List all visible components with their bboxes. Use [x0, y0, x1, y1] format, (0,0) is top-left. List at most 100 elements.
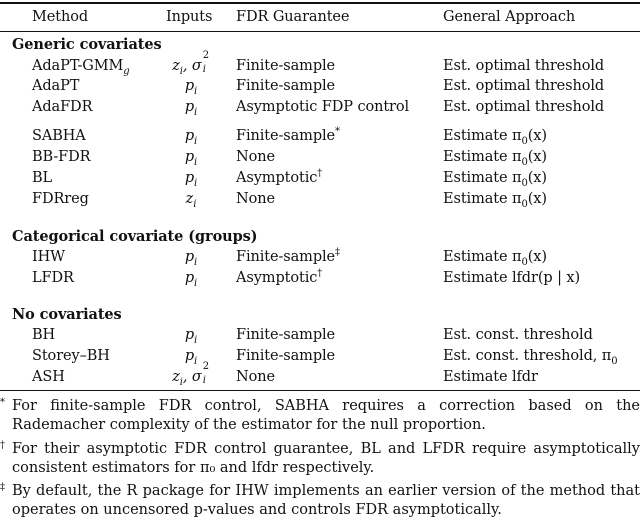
approach-cell: Estimate π0(x)	[443, 169, 547, 189]
fdr-text: Finite-sample	[236, 249, 336, 265]
method-cell: AdaPT-GMMg	[32, 57, 130, 76]
input-subscript: i	[194, 334, 198, 346]
input-symbol: p	[184, 327, 195, 343]
approach-cell: Estimate lfdr(p | x)	[443, 269, 580, 287]
inputs-cell: zi	[146, 190, 236, 209]
fdr-text: Finite-sample	[236, 128, 336, 144]
fdr-text: None	[236, 369, 275, 385]
method-name: BH	[32, 327, 56, 343]
approach-cell: Estimate π0(x)	[443, 127, 547, 147]
approach-text: Estimate π	[443, 170, 522, 186]
approach-text: Est. optimal threshold	[443, 99, 605, 115]
approach-text: Est. const. threshold, π	[443, 348, 612, 364]
fdr-text: None	[236, 191, 275, 207]
inputs-cell: pi	[146, 127, 236, 146]
fdr-footnote-mark: ‡	[335, 247, 340, 259]
method-cell: BL	[32, 169, 52, 187]
method-name: SABHA	[32, 128, 86, 144]
method-name: AdaPT-GMM	[32, 58, 124, 74]
fdr-text: Finite-sample	[236, 327, 336, 343]
header-rule	[0, 31, 640, 32]
fdr-text: Asymptotic	[236, 270, 318, 286]
fdr-cell: Finite-sample	[236, 57, 335, 75]
fdr-text: Asymptotic FDP control	[236, 99, 410, 115]
input-symbol: z	[185, 191, 194, 207]
input-subscript: i	[194, 355, 198, 367]
header-method: Method	[32, 9, 89, 25]
fdr-text: Finite-sample	[236, 58, 336, 74]
footnote-text: By default, the R package for IHW implem…	[12, 483, 640, 518]
input-subscript: i	[194, 177, 198, 189]
approach-text: Estimate π	[443, 249, 522, 265]
section-title: Generic covariates	[12, 36, 162, 53]
section-title: Categorical covariate (groups)	[12, 228, 258, 245]
input-subscript: i	[194, 256, 198, 268]
method-name: BL	[32, 170, 53, 186]
section-title: No covariates	[12, 306, 122, 323]
approach-text: Estimate π	[443, 128, 522, 144]
inputs-cell: pi	[146, 326, 236, 346]
method-name: IHW	[32, 249, 65, 265]
header-fdr: FDR Guarantee	[236, 9, 350, 25]
fdr-text: Asymptotic	[236, 170, 318, 186]
input-extra: , σ	[182, 369, 202, 385]
approach-text: Est. optimal threshold	[443, 78, 605, 94]
input-symbol: p	[184, 348, 195, 364]
method-name: LFDR	[32, 270, 74, 286]
inputs-cell: pi	[146, 77, 236, 96]
fdr-text: Finite-sample	[236, 348, 336, 364]
fdr-cell: Finite-sample	[236, 77, 335, 95]
method-cell: BB-FDR	[32, 148, 91, 166]
input-subscript: i	[179, 65, 183, 77]
approach-cell: Est. optimal threshold	[443, 77, 604, 95]
fdr-footnote-mark: †	[317, 168, 323, 180]
input-symbol: p	[184, 78, 195, 94]
footnote-mark: *	[0, 397, 5, 408]
approach-text: Est. const. threshold	[443, 327, 593, 343]
approach-text: Estimate lfdr(p | x)	[443, 270, 580, 286]
fdr-cell: Finite-sample	[236, 347, 335, 365]
approach-cell: Est. const. threshold	[443, 326, 593, 344]
input-symbol: z	[172, 58, 180, 74]
approach-subscript: 0	[521, 256, 528, 268]
approach-tail: (x)	[527, 149, 547, 165]
input-symbol: z	[172, 369, 180, 385]
method-cell: AdaPT	[32, 77, 79, 95]
method-name: Storey–BH	[32, 348, 110, 364]
fdr-cell: Finite-sample*	[236, 127, 340, 145]
input-symbol: p	[184, 249, 195, 265]
sigma-subscript: i	[202, 64, 206, 75]
method-name: FDRreg	[32, 191, 89, 207]
footnote: ‡ By default, the R package for IHW imple…	[0, 482, 640, 520]
sigma-superscript: 2	[202, 361, 209, 372]
approach-tail: (x)	[527, 128, 547, 144]
fdr-cell: Finite-sample‡	[236, 248, 340, 266]
approach-subscript: 0	[521, 135, 528, 147]
input-subscript: i	[194, 156, 198, 168]
approach-cell: Est. optimal threshold	[443, 98, 604, 116]
footnote-mark: ‡	[0, 482, 5, 493]
method-cell: SABHA	[32, 127, 86, 145]
fdr-cell: Asymptotic†	[236, 169, 322, 187]
method-name: AdaFDR	[32, 99, 93, 115]
fdr-text: Finite-sample	[236, 78, 336, 94]
approach-tail: (x)	[527, 249, 547, 265]
approach-subscript: 0	[611, 355, 618, 367]
input-extra: , σ	[182, 58, 202, 74]
approach-cell: Estimate lfdr	[443, 368, 538, 386]
method-cell: LFDR	[32, 269, 74, 287]
sigma-superscript: 2	[202, 50, 209, 61]
input-subscript: i	[194, 277, 198, 289]
fdr-cell: Finite-sample	[236, 326, 335, 344]
approach-subscript: 0	[521, 177, 528, 189]
fdr-text: None	[236, 149, 275, 165]
input-subscript: i	[194, 106, 198, 118]
approach-cell: Est. const. threshold, π0	[443, 347, 618, 367]
fdr-cell: None	[236, 368, 275, 386]
input-symbol: p	[184, 170, 195, 186]
method-cell: ASH	[32, 368, 65, 386]
